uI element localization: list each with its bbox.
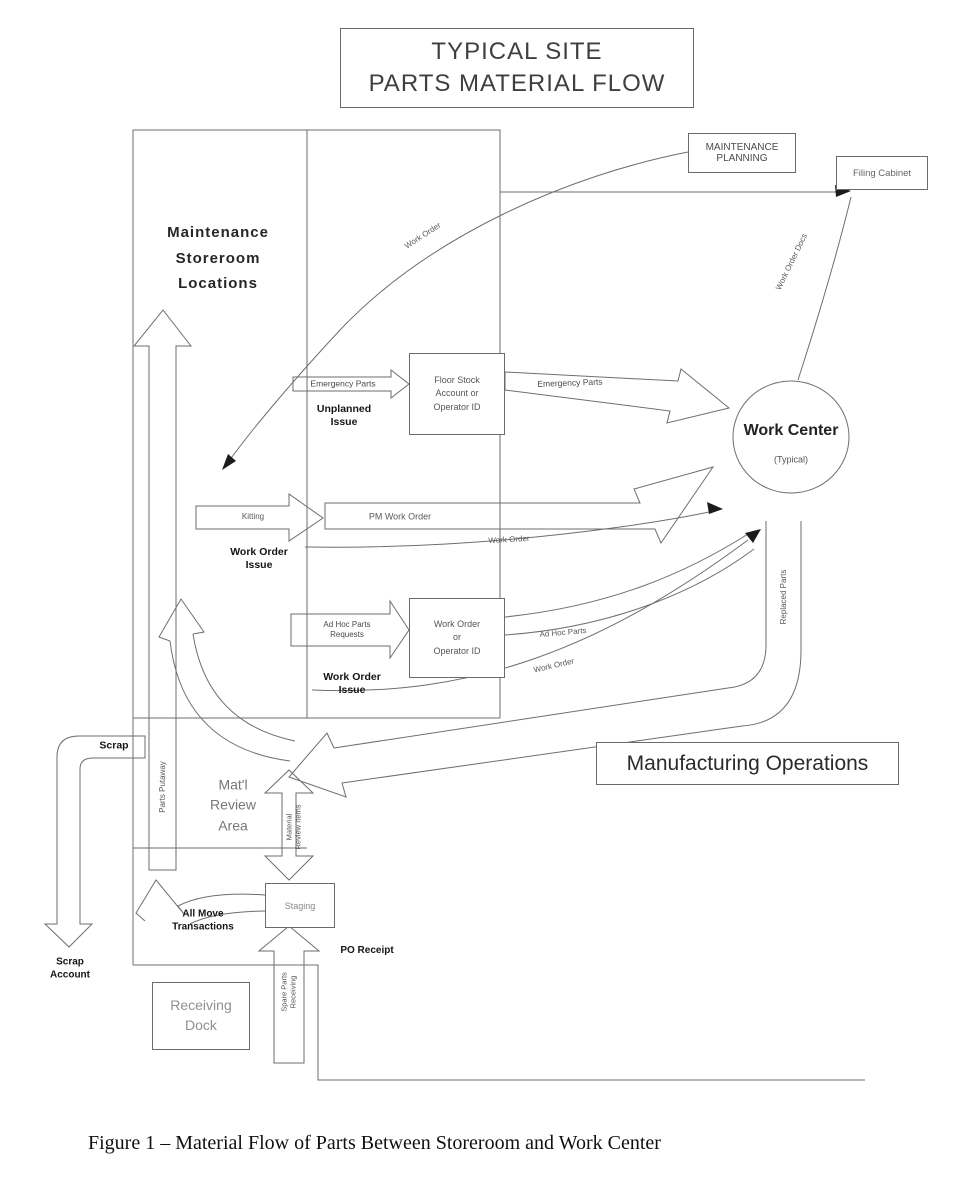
arrowhead-work-order-2	[745, 529, 761, 543]
scrap-account-label: Scrap Account	[50, 956, 90, 981]
ad-hoc-request-arrow	[290, 599, 410, 660]
staging-to-putaway-arrow	[135, 879, 266, 925]
pm-work-order-label: PM Work Order	[368, 511, 432, 522]
material-review-items-arrow	[263, 769, 315, 881]
work-order-operator-box: Work Order or Operator ID	[409, 598, 505, 678]
facility-boundary	[133, 964, 865, 1081]
maintenance-planning-box: MAINTENANCE PLANNING	[688, 133, 796, 173]
unplanned-issue-label: Unplanned Issue	[316, 402, 372, 428]
material-review-items-label: Material Review Items	[284, 804, 303, 850]
emergency-parts-out-label: Emergency Parts	[537, 376, 603, 389]
spare-parts-receiving-label: Spare Parts Receiving	[279, 972, 298, 1012]
emergency-parts-arrow-out	[504, 368, 731, 424]
ad-hoc-requests-label: Ad Hoc Parts Requests	[323, 620, 371, 639]
scrap-label: Scrap	[99, 739, 129, 752]
work-order-docs-curve	[797, 196, 852, 381]
storeroom-area-label: Maintenance Storeroom Locations	[167, 223, 269, 292]
kitting-label: Kitting	[241, 512, 265, 521]
arrowhead-storeroom	[222, 454, 236, 470]
po-receipt-label: PO Receipt	[340, 944, 394, 956]
review-to-storeroom-arrow	[158, 598, 296, 762]
emergency-parts-in-label: Emergency Parts	[310, 378, 376, 389]
emergency-parts-arrow-in	[292, 368, 410, 400]
storeroom-outline	[132, 129, 501, 965]
work-center-circle	[732, 380, 850, 494]
matl-review-area-label: Mat'l Review Area	[210, 776, 256, 834]
floor-stock-box: Floor Stock Account or Operator ID	[409, 353, 505, 435]
pm-work-order-arrow	[324, 466, 715, 545]
receiving-dock-box: Receiving Dock	[152, 982, 250, 1050]
work-center-sub-label: (Typical)	[773, 454, 809, 465]
work-order-curve-line	[228, 151, 689, 462]
spare-parts-receiving-arrow	[257, 925, 321, 1064]
parts-putaway-arrow	[132, 309, 193, 871]
staging-box: Staging	[265, 883, 335, 928]
kitting-arrow	[195, 493, 324, 542]
ad-hoc-parts-band	[504, 533, 755, 636]
parts-putaway-label: Parts Putaway	[158, 761, 167, 813]
figure-caption: Figure 1 – Material Flow of Parts Betwee…	[88, 1132, 661, 1154]
work-order-issue-2-label: Work Order Issue	[323, 670, 381, 696]
all-move-transactions-label: All Move Transactions	[172, 908, 234, 933]
work-order-line-1-path	[304, 510, 715, 548]
arrowhead-work-order-1	[707, 502, 723, 514]
replaced-parts-band	[288, 521, 802, 798]
work-order-line-1-label: Work Order	[488, 533, 530, 546]
scrap-arrow	[43, 735, 146, 948]
work-center-label: Work Center	[743, 422, 839, 439]
title-box: TYPICAL SITE PARTS MATERIAL FLOW	[340, 28, 694, 108]
manufacturing-operations-box: Manufacturing Operations	[596, 742, 899, 785]
work-order-issue-1-label: Work Order Issue	[230, 545, 288, 571]
replaced-parts-label: Replaced Parts	[779, 569, 788, 625]
work-order-line-2-path	[311, 539, 749, 692]
filing-cabinet-box: Filing Cabinet	[836, 156, 928, 190]
